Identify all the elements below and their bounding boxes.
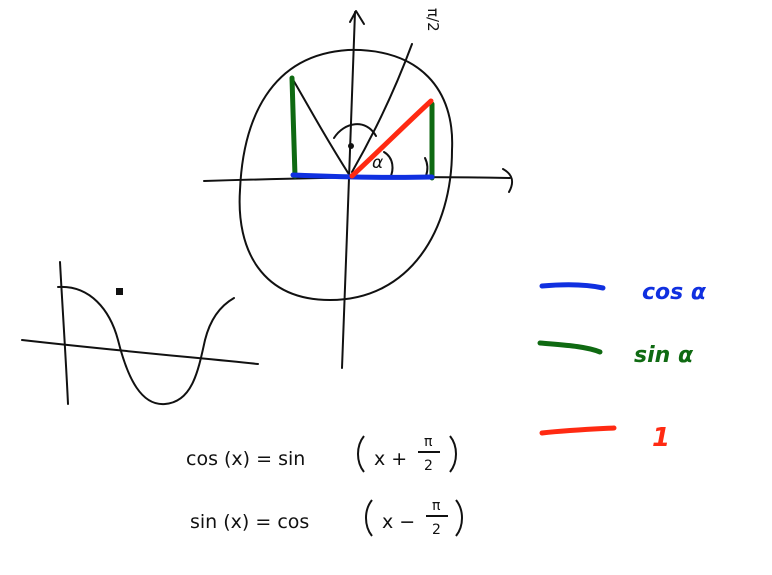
sine-marker-dot bbox=[116, 288, 123, 295]
formula-1: cos (x) = sin x + π 2 bbox=[186, 434, 457, 474]
sin-left-segment bbox=[289, 75, 298, 179]
sine-x-axis bbox=[21, 339, 259, 365]
circle-outline bbox=[238, 48, 454, 301]
alpha-label: α bbox=[372, 153, 383, 173]
sine-y-axis bbox=[59, 261, 69, 405]
sine-graph-sketch bbox=[21, 261, 259, 406]
formula-2-lhs: sin (x) = cos bbox=[190, 511, 309, 533]
formula-2-frac-num: π bbox=[432, 498, 441, 514]
angle-arc-small bbox=[424, 157, 429, 177]
x-axis-arrowhead bbox=[502, 168, 514, 193]
angle-arc-alpha bbox=[383, 151, 394, 179]
legend-one-label: 1 bbox=[652, 423, 670, 453]
angle-arc-large bbox=[333, 123, 377, 139]
sine-curve bbox=[57, 285, 235, 406]
formula-1-frac-num: π bbox=[424, 434, 433, 450]
radius-segment bbox=[349, 98, 434, 179]
formula-1-lhs: cos (x) = sin bbox=[186, 448, 305, 470]
legend-sin-label: sin α bbox=[634, 343, 694, 368]
formula-2-open-paren bbox=[365, 499, 373, 537]
legend: cos α sin α 1 bbox=[537, 280, 707, 453]
legend-cos-label: cos α bbox=[642, 280, 707, 305]
pi-half-label: π/2 bbox=[424, 8, 442, 32]
formula-1-close-paren bbox=[449, 435, 457, 473]
legend-cos-swatch bbox=[539, 282, 606, 291]
y-axis-arrowhead bbox=[349, 10, 365, 25]
formula-2-close-paren bbox=[455, 499, 463, 537]
unit-circle-sketch bbox=[203, 10, 514, 369]
formula-1-open-paren bbox=[357, 435, 365, 473]
legend-sin-swatch bbox=[537, 340, 603, 355]
formula-2: sin (x) = cos x − π 2 bbox=[190, 498, 463, 538]
legend-one-swatch bbox=[539, 425, 617, 436]
cos-segment bbox=[290, 172, 435, 180]
formula-1-arg: x + bbox=[374, 448, 407, 470]
origin-dot bbox=[348, 143, 354, 149]
formula-2-frac-den: 2 bbox=[432, 522, 441, 538]
formula-1-frac-den: 2 bbox=[424, 458, 433, 474]
ray-pi-half bbox=[351, 43, 413, 173]
pi-half-annotation: π/2 bbox=[424, 8, 442, 32]
formula-2-arg: x − bbox=[382, 511, 415, 533]
y-axis bbox=[341, 11, 356, 369]
ray-left bbox=[291, 77, 351, 177]
